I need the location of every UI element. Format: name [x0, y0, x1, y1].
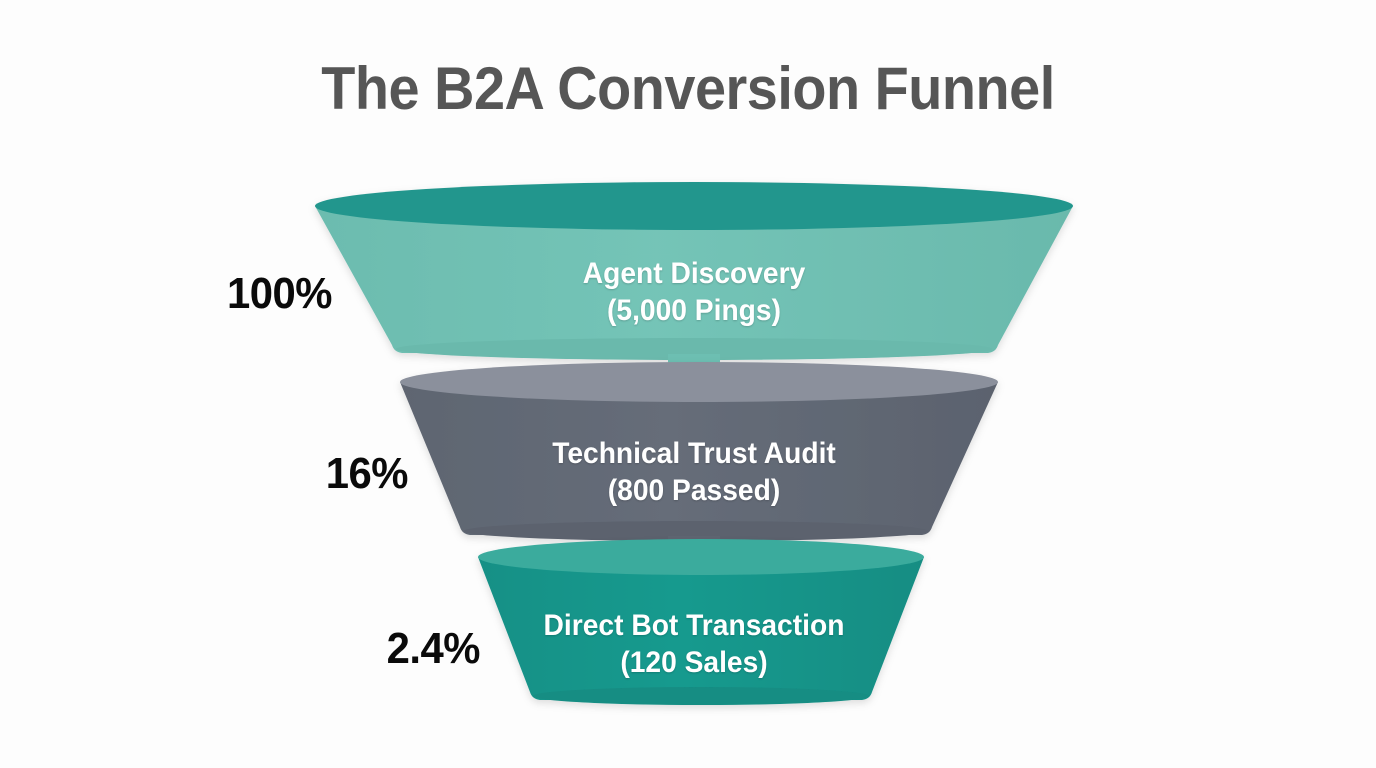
funnel-stage-technical-trust-audit[interactable]: [400, 362, 998, 541]
stage-1-percent-label: 100%: [226, 269, 332, 318]
stage-3-bottom-edge: [533, 687, 869, 705]
stage-2-bottom-edge: [464, 521, 928, 541]
stage-1-cap: [315, 182, 1073, 230]
stage-2-percent-label: 16%: [325, 449, 409, 498]
stage-3-percent-label: 2.4%: [386, 624, 481, 673]
stage-3-body: [478, 557, 924, 700]
stage-2-body: [400, 382, 998, 535]
stage-1-bottom-edge: [396, 338, 992, 360]
page-title: The B2A Conversion Funnel: [321, 55, 1055, 122]
stage-1-body: [315, 206, 1073, 353]
stage-2-cap: [400, 362, 998, 402]
funnel-stage-direct-bot-transaction[interactable]: [478, 539, 924, 705]
stage-3-cap: [478, 539, 924, 575]
funnel-stage-agent-discovery[interactable]: [315, 182, 1073, 360]
